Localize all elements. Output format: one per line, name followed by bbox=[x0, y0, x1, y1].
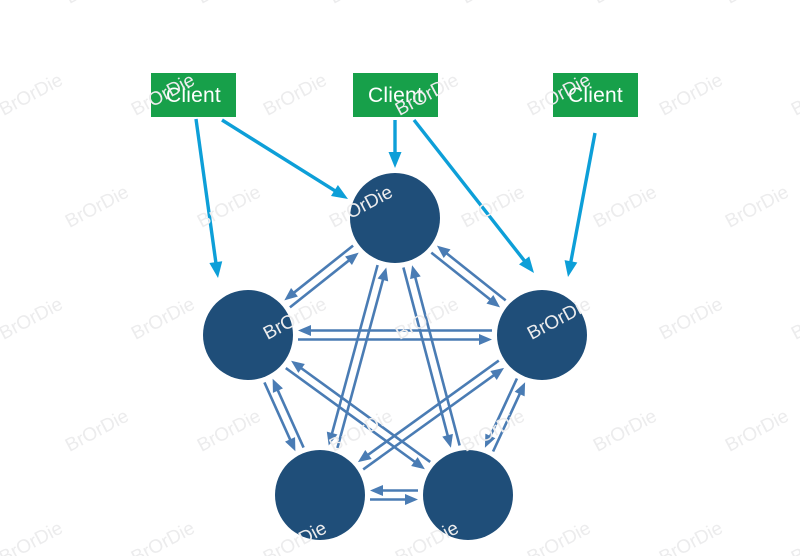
mesh-arrow-right-bottom-right-forward bbox=[484, 377, 519, 448]
node-circle-node-left[interactable] bbox=[203, 290, 293, 380]
mesh-arrow-top-bottom-left-reverse-head bbox=[377, 267, 389, 282]
client-arrow-client2-to-right-shaft bbox=[412, 118, 529, 266]
mesh-arrow-right-bottom-left-reverse bbox=[362, 367, 505, 471]
mesh-arrow-left-bottom-right-reverse-head bbox=[291, 360, 305, 373]
mesh-arrow-top-right-forward-head bbox=[486, 294, 501, 308]
client-box-label: Client bbox=[166, 83, 221, 107]
mesh-arrow-top-left-reverse-head bbox=[345, 252, 359, 266]
mesh-links-group bbox=[263, 244, 526, 505]
client-arrow-client3-to-right-head bbox=[564, 260, 578, 277]
mesh-arrow-top-bottom-right-reverse-head bbox=[410, 265, 421, 280]
mesh-arrow-top-right-forward-shaft bbox=[430, 251, 495, 304]
client-arrow-client1-to-top-head bbox=[330, 184, 348, 199]
mesh-arrow-bottom-left-right-reverse bbox=[370, 485, 418, 496]
mesh-arrow-left-bottom-right-reverse bbox=[291, 360, 431, 464]
nodes-group bbox=[203, 173, 587, 540]
mesh-arrow-left-bottom-left-reverse-shaft bbox=[274, 385, 305, 449]
mesh-arrow-right-bottom-left-forward-shaft bbox=[364, 359, 500, 459]
node-circle-node-bottom-left[interactable] bbox=[275, 450, 365, 540]
client-arrow-client1-to-left-head bbox=[209, 261, 223, 278]
mesh-arrow-top-bottom-left-forward-shaft bbox=[329, 264, 379, 438]
mesh-arrow-top-bottom-right-forward bbox=[402, 267, 453, 448]
mesh-arrow-top-bottom-left-forward-head bbox=[326, 431, 338, 446]
mesh-arrow-top-bottom-right-forward-shaft bbox=[402, 267, 451, 440]
mesh-arrow-left-bottom-left-reverse-head bbox=[272, 378, 283, 393]
mesh-arrow-right-bottom-left-forward bbox=[357, 359, 500, 463]
mesh-arrow-top-bottom-left-reverse bbox=[336, 267, 389, 449]
mesh-arrow-right-bottom-right-reverse-head bbox=[514, 382, 526, 397]
mesh-arrow-top-left-forward-shaft bbox=[290, 244, 354, 297]
mesh-arrow-right-bottom-right-reverse-shaft bbox=[491, 389, 523, 453]
client-arrow-client1-to-left-shaft bbox=[194, 118, 219, 268]
mesh-arrow-right-bottom-left-forward-head bbox=[357, 450, 372, 463]
client-box-1[interactable]: Client bbox=[151, 73, 236, 117]
client-arrow-client1-to-top bbox=[221, 118, 348, 199]
mesh-arrow-top-right-forward bbox=[430, 251, 501, 308]
mesh-arrow-left-bottom-left-reverse bbox=[272, 378, 305, 449]
mesh-arrow-right-bottom-right-forward-head bbox=[484, 433, 496, 448]
mesh-arrow-bottom-left-right-reverse-head bbox=[370, 485, 383, 496]
client-arrow-client2-to-right bbox=[412, 118, 534, 273]
mesh-arrow-bottom-left-right-forward bbox=[370, 494, 418, 505]
mesh-arrow-top-right-reverse-shaft bbox=[442, 249, 507, 302]
mesh-arrow-right-bottom-right-forward-shaft bbox=[487, 377, 519, 441]
mesh-arrow-top-bottom-right-reverse-shaft bbox=[412, 273, 461, 446]
mesh-arrow-right-bottom-right-reverse bbox=[491, 382, 526, 453]
mesh-arrow-top-bottom-right-reverse bbox=[410, 265, 461, 446]
mesh-arrow-top-right-reverse-head bbox=[436, 245, 451, 259]
mesh-arrow-left-bottom-right-forward-shaft bbox=[285, 366, 419, 466]
mesh-arrow-top-left-forward-head bbox=[284, 287, 298, 301]
mesh-arrow-left-right-forward-head bbox=[479, 334, 492, 345]
client-arrow-client1-to-left bbox=[194, 118, 223, 278]
client-box-label: Client bbox=[568, 83, 623, 107]
client-box-label: Client bbox=[368, 83, 423, 107]
mesh-arrow-top-left-reverse bbox=[289, 252, 359, 309]
mesh-arrow-left-bottom-right-forward-head bbox=[411, 457, 425, 470]
node-circle-node-top[interactable] bbox=[350, 173, 440, 263]
mesh-arrow-left-right-reverse bbox=[298, 325, 492, 336]
client-arrow-client1-to-top-shaft bbox=[221, 118, 341, 195]
mesh-arrow-left-bottom-left-forward-shaft bbox=[263, 381, 294, 445]
client-arrow-client3-to-right-shaft bbox=[568, 132, 597, 268]
mesh-arrow-top-bottom-right-forward-head bbox=[442, 433, 453, 448]
mesh-arrow-right-bottom-left-reverse-head bbox=[490, 367, 505, 380]
node-circle-node-right[interactable] bbox=[497, 290, 587, 380]
client-arrow-client2-to-top bbox=[388, 120, 402, 168]
mesh-arrow-right-bottom-left-reverse-shaft bbox=[362, 371, 498, 471]
client-box-3[interactable]: Client bbox=[553, 73, 638, 117]
mesh-arrow-left-right-forward bbox=[298, 334, 492, 345]
mesh-arrow-left-bottom-right-reverse-shaft bbox=[297, 364, 431, 464]
mesh-arrow-top-left-reverse-shaft bbox=[289, 256, 353, 309]
mesh-arrow-top-right-reverse bbox=[436, 245, 507, 302]
client-links-group bbox=[194, 118, 597, 278]
mesh-arrow-left-right-reverse-head bbox=[298, 325, 311, 336]
node-circle-node-bottom-right[interactable] bbox=[423, 450, 513, 540]
client-box-2[interactable]: Client bbox=[353, 73, 438, 117]
mesh-arrow-left-bottom-left-forward-head bbox=[285, 437, 296, 452]
mesh-arrow-left-bottom-left-forward bbox=[263, 381, 296, 452]
client-arrow-client2-to-right-head bbox=[519, 256, 534, 273]
client-arrow-client2-to-top-head bbox=[388, 152, 402, 168]
mesh-arrow-top-left-forward bbox=[284, 244, 354, 301]
mesh-arrow-left-bottom-right-forward bbox=[285, 366, 425, 470]
mesh-arrow-bottom-left-right-forward-head bbox=[405, 494, 418, 505]
client-arrow-client3-to-right bbox=[564, 132, 597, 277]
mesh-arrow-top-bottom-left-forward bbox=[326, 264, 379, 446]
mesh-arrow-top-bottom-left-reverse-shaft bbox=[336, 275, 386, 449]
